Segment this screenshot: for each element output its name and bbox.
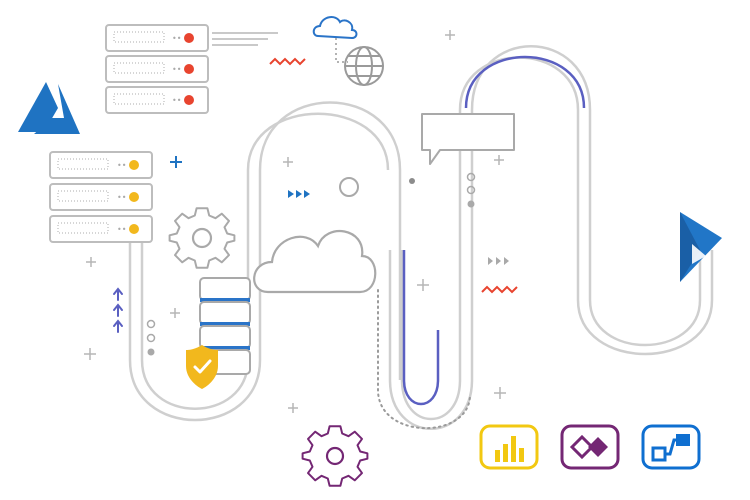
- globe-icon: [344, 46, 384, 86]
- gear-icon: [301, 425, 369, 487]
- upload-arrows-icon: [113, 287, 123, 333]
- plus-decoration: [84, 30, 506, 413]
- power-bi-icon: [479, 424, 539, 470]
- fast-forward-icon: [288, 190, 310, 198]
- shield-check-icon: [186, 345, 218, 389]
- chat-bubble-icon: [421, 113, 515, 165]
- dynamics-logo-icon: [680, 212, 722, 282]
- plus-decoration: [170, 156, 182, 168]
- road-accent: [402, 55, 586, 406]
- fast-forward-icon: [488, 257, 509, 265]
- server-rack-icon: •• •• ••: [105, 24, 278, 114]
- cloud-icon: [253, 229, 377, 294]
- red-wave-icon: [269, 57, 306, 66]
- server-rack-icon: •• •• ••: [49, 151, 153, 243]
- cloud-icon: [312, 16, 358, 40]
- svg-text:••: ••: [172, 96, 181, 105]
- svg-text:••: ••: [117, 161, 126, 170]
- gear-icon: [168, 207, 236, 269]
- status-dots: [146, 319, 156, 356]
- svg-text:••: ••: [172, 34, 181, 43]
- node-dot: [409, 178, 415, 184]
- dotted-track: [377, 289, 471, 430]
- svg-text:••: ••: [117, 225, 126, 234]
- svg-text:••: ••: [172, 65, 181, 74]
- cloud-globe-link: [335, 38, 348, 63]
- database-stack-icon: [199, 277, 251, 375]
- power-automate-icon: [641, 424, 701, 470]
- svg-text:••: ••: [117, 193, 126, 202]
- red-wave-icon: [481, 285, 518, 294]
- node-circle: [339, 177, 359, 197]
- status-dots: [466, 172, 476, 208]
- azure-logo-icon: [18, 82, 80, 134]
- power-apps-icon: [560, 424, 620, 470]
